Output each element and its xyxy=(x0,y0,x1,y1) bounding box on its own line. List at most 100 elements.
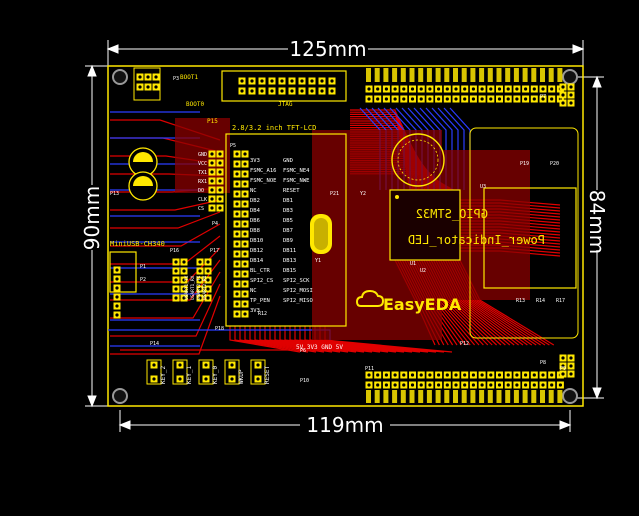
top-pin-header xyxy=(365,68,564,103)
pad-hole xyxy=(506,373,510,377)
pad-hole xyxy=(480,373,484,377)
component-ref: P13 xyxy=(110,191,119,197)
component-ref: P12 xyxy=(460,341,469,347)
pad-hole xyxy=(376,383,380,387)
pad-hole xyxy=(497,383,502,387)
pad-hole xyxy=(256,377,260,381)
pad-hole xyxy=(243,252,247,256)
pad-hole xyxy=(218,170,222,174)
pad-hole xyxy=(210,179,214,183)
pad-hole xyxy=(182,269,186,273)
pad-hole xyxy=(260,89,264,93)
lcd-left-pin-label: SPI2_CS xyxy=(250,278,273,284)
button-outline xyxy=(198,359,214,385)
component-ref: R12 xyxy=(258,311,267,317)
pad-hole xyxy=(243,242,247,246)
pad-hole xyxy=(250,79,254,83)
button-label: KEY_2 xyxy=(160,366,167,384)
sd-card-slot xyxy=(483,187,577,289)
component-ref: P11 xyxy=(365,366,374,372)
pad-hole xyxy=(152,377,156,381)
pad-hole xyxy=(256,363,260,367)
dimension-bottom xyxy=(118,410,572,432)
pad-hole xyxy=(178,377,182,381)
pad-hole xyxy=(402,373,406,377)
pad-hole xyxy=(198,260,202,264)
pad-hole xyxy=(550,97,554,101)
pad-hole xyxy=(524,373,528,377)
pad-hole xyxy=(419,383,423,387)
pad-hole xyxy=(260,79,264,83)
pad-hole xyxy=(561,101,565,105)
lcd-connector-outline xyxy=(225,133,347,327)
pad-hole xyxy=(243,212,247,216)
pad-hole xyxy=(235,222,239,226)
button-outline xyxy=(146,359,162,385)
pad-hole xyxy=(290,89,294,93)
dimension-right xyxy=(575,75,604,400)
jtag-pads xyxy=(238,77,336,95)
lcd-right-pin-label: SPI2_MOSI xyxy=(283,288,313,294)
pad-hole xyxy=(235,152,239,156)
pad-hole xyxy=(480,97,484,101)
pad-hole xyxy=(243,202,247,206)
pad-hole xyxy=(445,87,449,91)
pad-hole xyxy=(243,162,247,166)
pad-hole xyxy=(115,313,119,317)
pad-hole xyxy=(437,97,441,101)
pad-hole xyxy=(480,87,484,91)
pad-hole xyxy=(235,172,239,176)
pad-hole xyxy=(410,97,415,101)
mcu-chip xyxy=(389,189,461,261)
pad-hole xyxy=(115,304,119,308)
component-ref: P1 xyxy=(140,264,146,270)
pad-hole xyxy=(243,302,247,306)
pad-hole xyxy=(524,87,528,91)
pad-hole xyxy=(384,383,388,387)
dimension-left xyxy=(85,64,108,408)
pad-hole xyxy=(174,260,178,264)
pad-hole xyxy=(497,87,502,91)
pad-hole xyxy=(524,97,528,101)
pad-hole xyxy=(541,383,545,387)
lcd-label: 2.8/3.2 inch TFT-LCD xyxy=(232,124,316,132)
component-ref: R13 xyxy=(516,298,525,304)
boot-pads xyxy=(136,73,160,91)
pad-hole xyxy=(243,222,247,226)
pad-hole xyxy=(280,89,284,93)
pad-hole xyxy=(115,286,119,290)
bottom-pin-header xyxy=(365,371,564,403)
pad-hole xyxy=(471,373,475,377)
pad-hole xyxy=(154,75,158,79)
component-ref: P8 xyxy=(540,360,546,366)
pad-hole xyxy=(532,373,536,377)
pad-hole xyxy=(569,372,573,376)
lcd-left-pin-label: FSMC_NOE xyxy=(250,178,277,184)
pad-hole xyxy=(561,93,565,97)
pad-hole xyxy=(174,269,178,273)
pad-hole xyxy=(471,97,475,101)
lcd-right-pin-label: SPI2_MISO xyxy=(283,298,313,304)
pad-hole xyxy=(330,79,334,83)
electrolytic-caps xyxy=(128,147,158,201)
component-ref: Y1 xyxy=(315,258,321,264)
pad-hole xyxy=(310,79,314,83)
pad-hole xyxy=(471,87,475,91)
lcd-right-pin-label: DB13 xyxy=(283,258,296,264)
pad-hole xyxy=(235,282,239,286)
pad-hole xyxy=(182,296,186,300)
lcd-left-pin-label: DB2 xyxy=(250,198,260,204)
pad-hole xyxy=(463,97,467,101)
crystal-y1 xyxy=(310,214,332,254)
pad-hole xyxy=(198,278,202,282)
pad-hole xyxy=(384,97,388,101)
uart-label: USART2_RX xyxy=(202,275,208,300)
pad-hole xyxy=(218,206,222,210)
pad-hole xyxy=(210,197,214,201)
component-ref: P2 xyxy=(140,277,146,283)
pad-hole xyxy=(376,87,380,91)
boot-label: BOOT1 xyxy=(180,74,198,81)
pad-hole xyxy=(437,373,441,377)
button-outline xyxy=(224,359,240,385)
